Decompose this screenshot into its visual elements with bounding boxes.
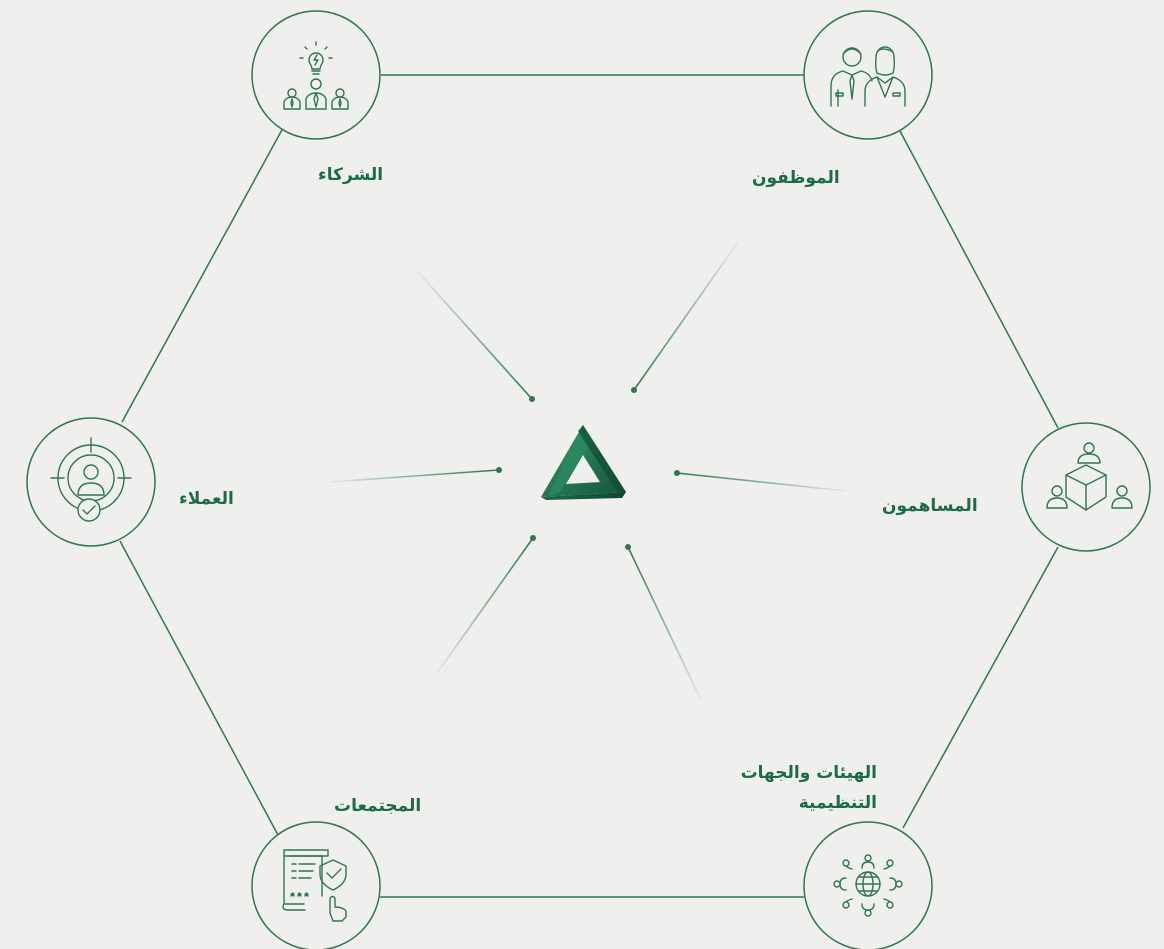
edge-employees-shareholders — [899, 130, 1059, 429]
label-regulators-line2: التنظيمية — [798, 793, 877, 813]
node-regulators — [803, 821, 933, 949]
triangle-logo-icon — [541, 425, 626, 500]
edge-communities-customers — [119, 540, 279, 836]
spoke-dot-regulators — [625, 544, 631, 550]
node-communities — [251, 821, 381, 949]
shareholders-icon — [1046, 442, 1133, 511]
spoke-dot-communities — [530, 535, 536, 541]
spoke-dot-customers — [496, 467, 502, 473]
employees-icon — [830, 46, 906, 107]
spoke-dot-partners — [529, 396, 535, 402]
spokes — [329, 241, 847, 701]
globe-network-icon — [833, 854, 903, 917]
spoke-regulators — [627, 546, 702, 701]
label-regulators-line1: الهيئات والجهات — [740, 763, 877, 783]
spoke-partners — [417, 271, 533, 400]
node-partners — [251, 10, 381, 140]
target-customer-icon — [50, 437, 132, 522]
checklist-shield-icon — [282, 849, 347, 922]
edge-shareholders-regulators — [902, 546, 1059, 829]
hexagon-edges — [119, 74, 1059, 898]
node-customers — [26, 417, 156, 547]
label-shareholders: المساهمون — [882, 496, 978, 516]
idea-team-icon — [283, 41, 349, 110]
label-employees: الموظفون — [752, 168, 840, 188]
spoke-communities — [436, 537, 534, 674]
spoke-dots — [496, 387, 680, 550]
edge-customers-partners — [121, 127, 284, 423]
spoke-employees — [633, 241, 739, 391]
label-customers: العملاء — [179, 489, 234, 509]
label-partners: الشركاء — [318, 165, 384, 185]
spoke-dot-employees — [631, 387, 637, 393]
label-communities: المجتمعات — [334, 796, 422, 816]
spoke-dot-shareholders — [674, 470, 680, 476]
spoke-shareholders — [676, 472, 847, 492]
label-regulators: الهيئات والجهات التنظيمية — [712, 758, 877, 818]
spoke-customers — [329, 469, 500, 483]
